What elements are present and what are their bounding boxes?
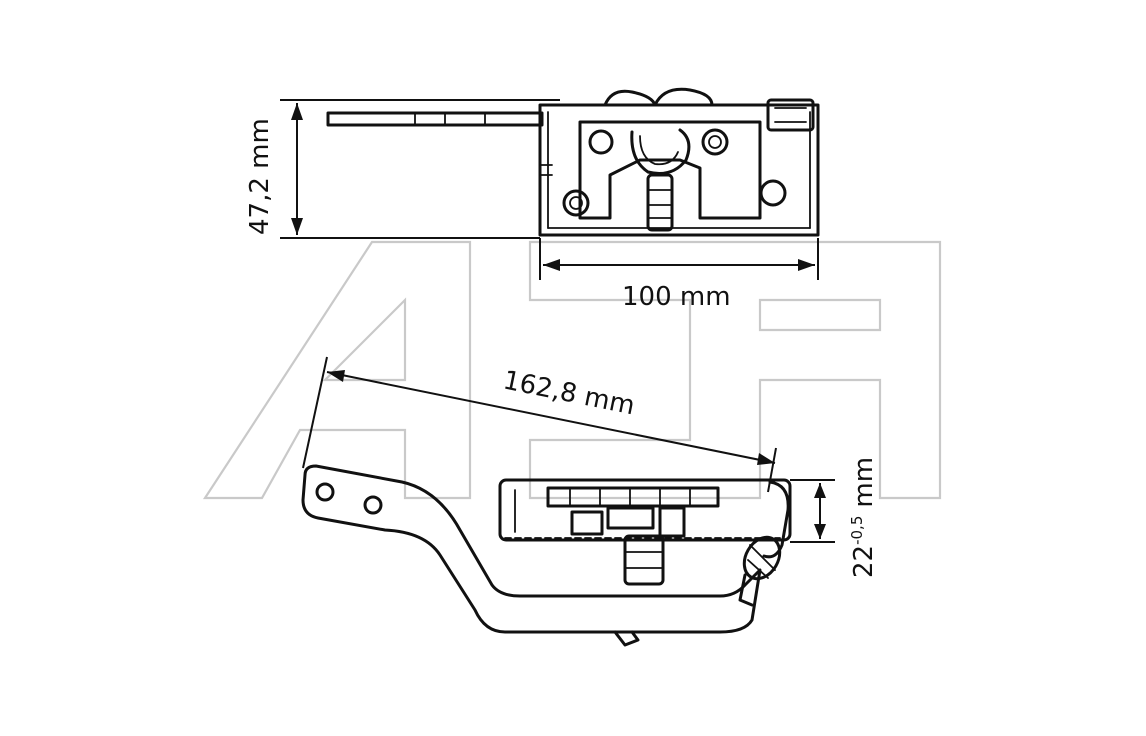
top-view [326, 87, 820, 237]
length-label-side: 162,8 mm [501, 365, 638, 421]
side-view [301, 464, 792, 647]
watermark-logo [202, 240, 942, 500]
height-tolerance-side: -0,5 [848, 516, 866, 545]
length-dimension-side [302, 356, 777, 493]
height-label-side: 22-0,5 mm [848, 457, 879, 578]
height-dimension-side [790, 479, 835, 543]
width-label-top: 100 mm [622, 282, 731, 312]
height-unit-side: mm [849, 457, 879, 508]
height-label-top: 47,2 mm [245, 118, 275, 235]
height-dimension-top [280, 99, 560, 239]
height-value-side: 22 [849, 545, 879, 578]
width-dimension-top [539, 238, 819, 280]
